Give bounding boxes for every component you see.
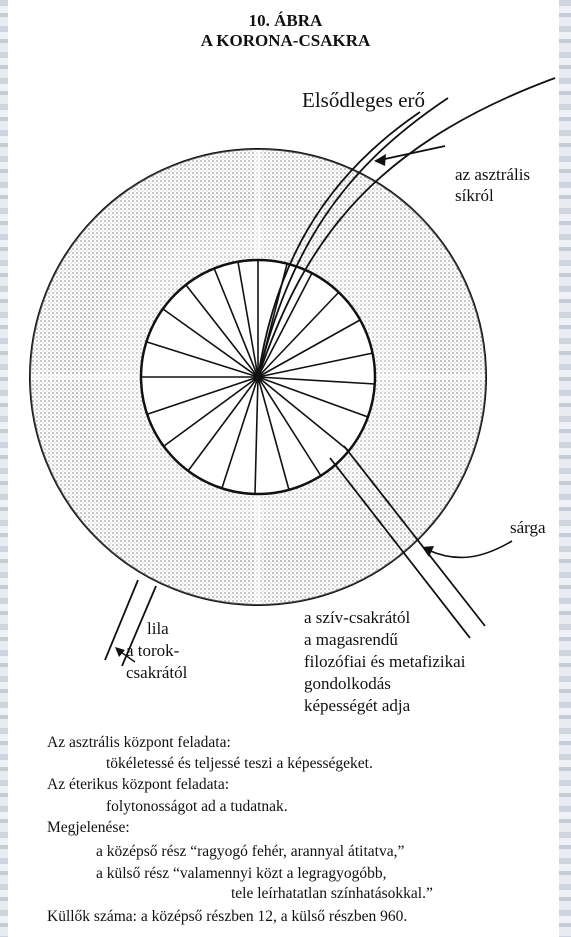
caption-astral-heading: Az asztrális központ feladata: (47, 733, 231, 752)
caption-etheric-heading: Az éterikus központ feladata: (47, 775, 229, 794)
label-heart-2: a magasrendű (304, 630, 398, 649)
label-heart-3: filozófiai és metafizikai (304, 652, 465, 671)
caption-spokes: Küllők száma: a középső részben 12, a kü… (47, 907, 407, 926)
caption-appearance-3: tele leírhatatlan színhatásokkal.” (231, 884, 433, 903)
crown-chakra-diagram (0, 0, 571, 760)
label-astral-2: síkról (455, 186, 494, 205)
caption-appearance-2: a külső rész “valamennyi közt a legragyo… (96, 864, 387, 883)
label-purple-3: csakrától (126, 663, 187, 682)
caption-appearance-heading: Megjelenése: (47, 818, 130, 837)
yellow-arrow (428, 541, 512, 557)
caption-etheric-text: folytonosságot ad a tudatnak. (106, 797, 288, 816)
label-yellow: sárga (510, 518, 546, 537)
astral-arrow (380, 146, 445, 160)
label-primary-force: Elsődleges erő (302, 89, 425, 111)
caption-astral-text: tökéletessé és teljessé teszi a képesség… (106, 754, 373, 773)
label-heart-4: gondolkodás (304, 674, 391, 693)
label-astral-1: az asztrális (455, 165, 530, 184)
caption-appearance-1: a középső rész “ragyogó fehér, arannyal … (96, 842, 404, 861)
label-heart-1: a szív-csakrától (304, 608, 410, 627)
label-heart-5: képességét adja (304, 696, 410, 715)
label-purple-1: lila (147, 619, 169, 638)
label-purple-2: a torok- (126, 641, 179, 660)
